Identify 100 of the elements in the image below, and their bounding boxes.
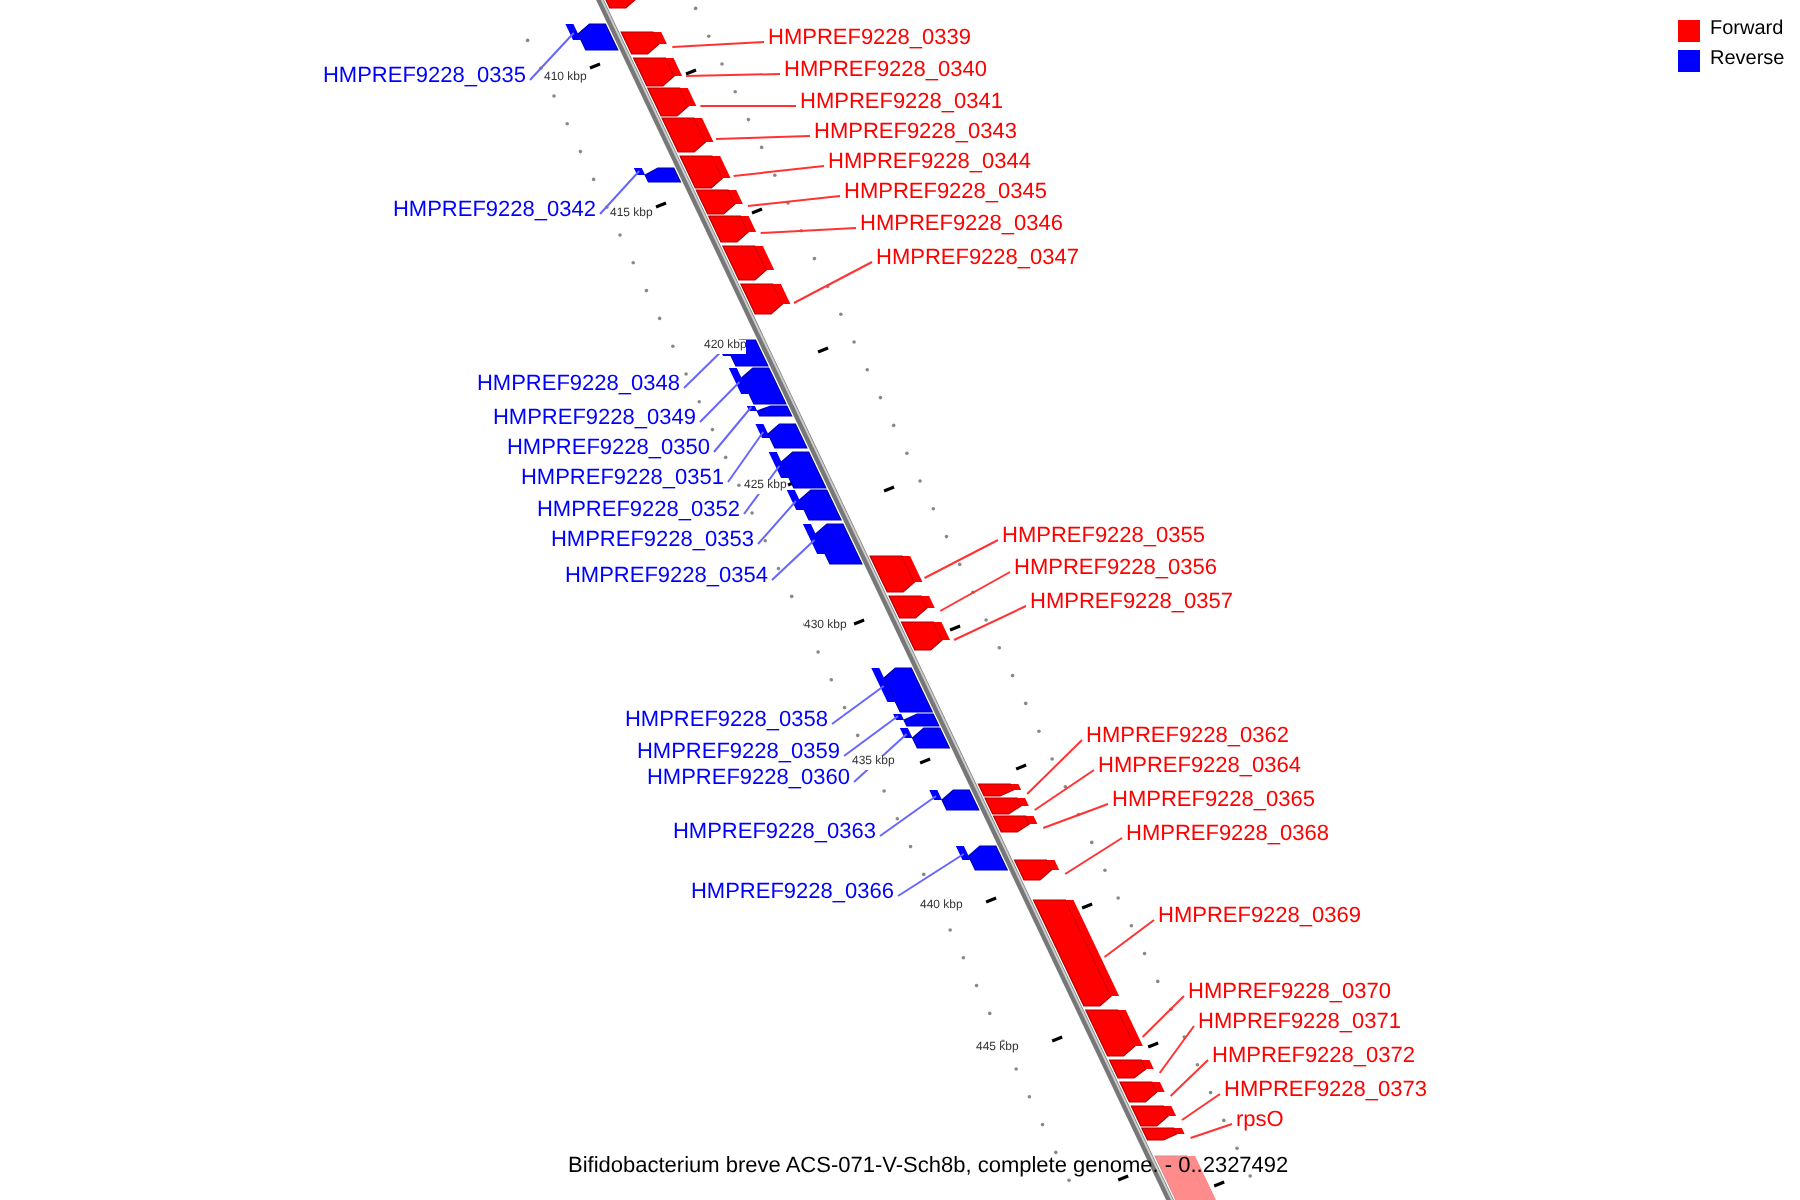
gene-feature — [929, 789, 980, 811]
leader-line — [1181, 1093, 1221, 1121]
gene-label: HMPREF9228_0371 — [1198, 1010, 1402, 1034]
gene-label: HMPREF9228_0363 — [672, 820, 876, 844]
gene-feature — [888, 595, 935, 619]
gene-feature — [565, 23, 619, 51]
gene-label: HMPREF9228_0369 — [1158, 904, 1362, 928]
leader-line — [1064, 837, 1123, 875]
gene-label: HMPREF9228_0343 — [814, 120, 1018, 144]
gene-label: HMPREF9228_0373 — [1224, 1078, 1428, 1102]
gene-feature — [871, 667, 934, 713]
leader-line — [757, 500, 797, 545]
gene-feature — [679, 155, 731, 189]
leader-line — [529, 32, 575, 81]
gene-label: HMPREF9228_0356 — [1014, 556, 1218, 580]
gene-label: HMPREF9228_0364 — [1098, 754, 1302, 778]
gene-feature — [620, 31, 667, 55]
leader-line — [1042, 803, 1109, 829]
gene-label: HMPREF9228_0344 — [828, 150, 1032, 174]
gene-label: HMPREF9228_0359 — [636, 740, 840, 764]
gene-label: rpsO — [1236, 1108, 1284, 1132]
gene-feature — [984, 797, 1029, 815]
gene-feature — [899, 727, 951, 749]
gene-feature — [1084, 1009, 1143, 1057]
gene-feature — [955, 845, 1009, 871]
gene-feature — [695, 189, 743, 215]
leader-line — [939, 571, 1011, 612]
leader-line — [831, 685, 885, 725]
gene-feature — [900, 621, 950, 651]
leader-line — [1103, 919, 1155, 958]
gene-label: HMPREF9228_0352 — [536, 498, 740, 522]
gene-feature — [1013, 859, 1060, 881]
gene-feature — [893, 713, 940, 727]
leader-line — [1158, 1025, 1195, 1074]
leader-line — [759, 227, 857, 234]
gene-label: HMPREF9228_0365 — [1112, 788, 1316, 812]
gene-feature — [802, 523, 863, 565]
gene-feature — [977, 783, 1022, 797]
leader-line — [1141, 995, 1185, 1038]
gene-label: HMPREF9228_0345 — [844, 180, 1048, 204]
gene-feature — [992, 815, 1038, 833]
gene-label: HMPREF9228_0335 — [322, 64, 526, 88]
gene-label: HMPREF9228_0366 — [690, 880, 894, 904]
caption: Bifidobacterium breve ACS-071-V-Sch8b, complete genome. - 0..2327492 — [568, 1154, 1289, 1178]
leader-line — [727, 431, 765, 483]
leader-line — [671, 41, 765, 48]
leader-line — [879, 795, 938, 837]
gene-feature — [869, 555, 923, 593]
gene-label: HMPREF9228_0351 — [520, 466, 724, 490]
leader-line — [713, 406, 753, 453]
leader-line — [699, 381, 741, 423]
gene-feature — [632, 57, 683, 87]
legend-label: Reverse — [1710, 48, 1785, 72]
gene-feature — [768, 451, 827, 489]
gene-label: HMPREF9228_0340 — [784, 58, 988, 82]
gene-label: HMPREF9228_0349 — [492, 406, 696, 430]
leader-line — [1169, 1059, 1209, 1097]
leader-line — [953, 605, 1027, 641]
gene-feature — [1119, 1081, 1165, 1103]
leader-line — [1189, 1123, 1233, 1139]
gene-feature — [746, 405, 793, 417]
leader-line — [732, 165, 825, 177]
gene-feature — [1140, 1127, 1185, 1141]
leader-line — [843, 715, 900, 757]
gene-feature — [707, 215, 757, 243]
gene-feature — [755, 423, 808, 449]
gene-feature — [1108, 1059, 1154, 1079]
gene-feature — [661, 117, 714, 153]
leader-line — [685, 73, 781, 77]
leader-line — [771, 539, 816, 581]
gene-feature — [721, 245, 775, 281]
leader-line — [683, 348, 725, 389]
leader-line — [715, 135, 811, 140]
gene-label: HMPREF9228_0341 — [800, 90, 1004, 114]
gene-feature — [1032, 899, 1120, 1007]
gene-label: HMPREF9228_0355 — [1002, 524, 1206, 548]
leader-line — [897, 853, 965, 897]
legend-label: Forward — [1710, 18, 1784, 42]
gene-label: HMPREF9228_0353 — [550, 528, 754, 552]
gene-label: HMPREF9228_0342 — [392, 198, 596, 222]
leader-line — [746, 195, 841, 207]
gene-label: HMPREF9228_0368 — [1126, 822, 1330, 846]
gene-feature — [1130, 1105, 1177, 1127]
gene-label: HMPREF9228_0358 — [624, 708, 828, 732]
leader-line — [792, 261, 873, 304]
gene-feature — [739, 283, 791, 315]
leader-line — [699, 105, 797, 107]
gene-feature — [633, 167, 682, 183]
gene-label: HMPREF9228_0350 — [506, 436, 710, 460]
gene-label: HMPREF9228_0357 — [1030, 590, 1234, 614]
leader-line — [1026, 739, 1083, 795]
gene-feature — [728, 367, 787, 405]
gene-label: HMPREF9228_0372 — [1212, 1044, 1416, 1068]
gene-label: HMPREF9228_0354 — [564, 564, 768, 588]
gene-label: HMPREF9228_0362 — [1086, 724, 1290, 748]
leader-line — [923, 539, 999, 579]
gene-feature — [786, 489, 842, 521]
gene-label: HMPREF9228_0339 — [768, 26, 972, 50]
gene-label: HMPREF9228_0360 — [646, 766, 850, 790]
leader-line — [1033, 769, 1095, 811]
